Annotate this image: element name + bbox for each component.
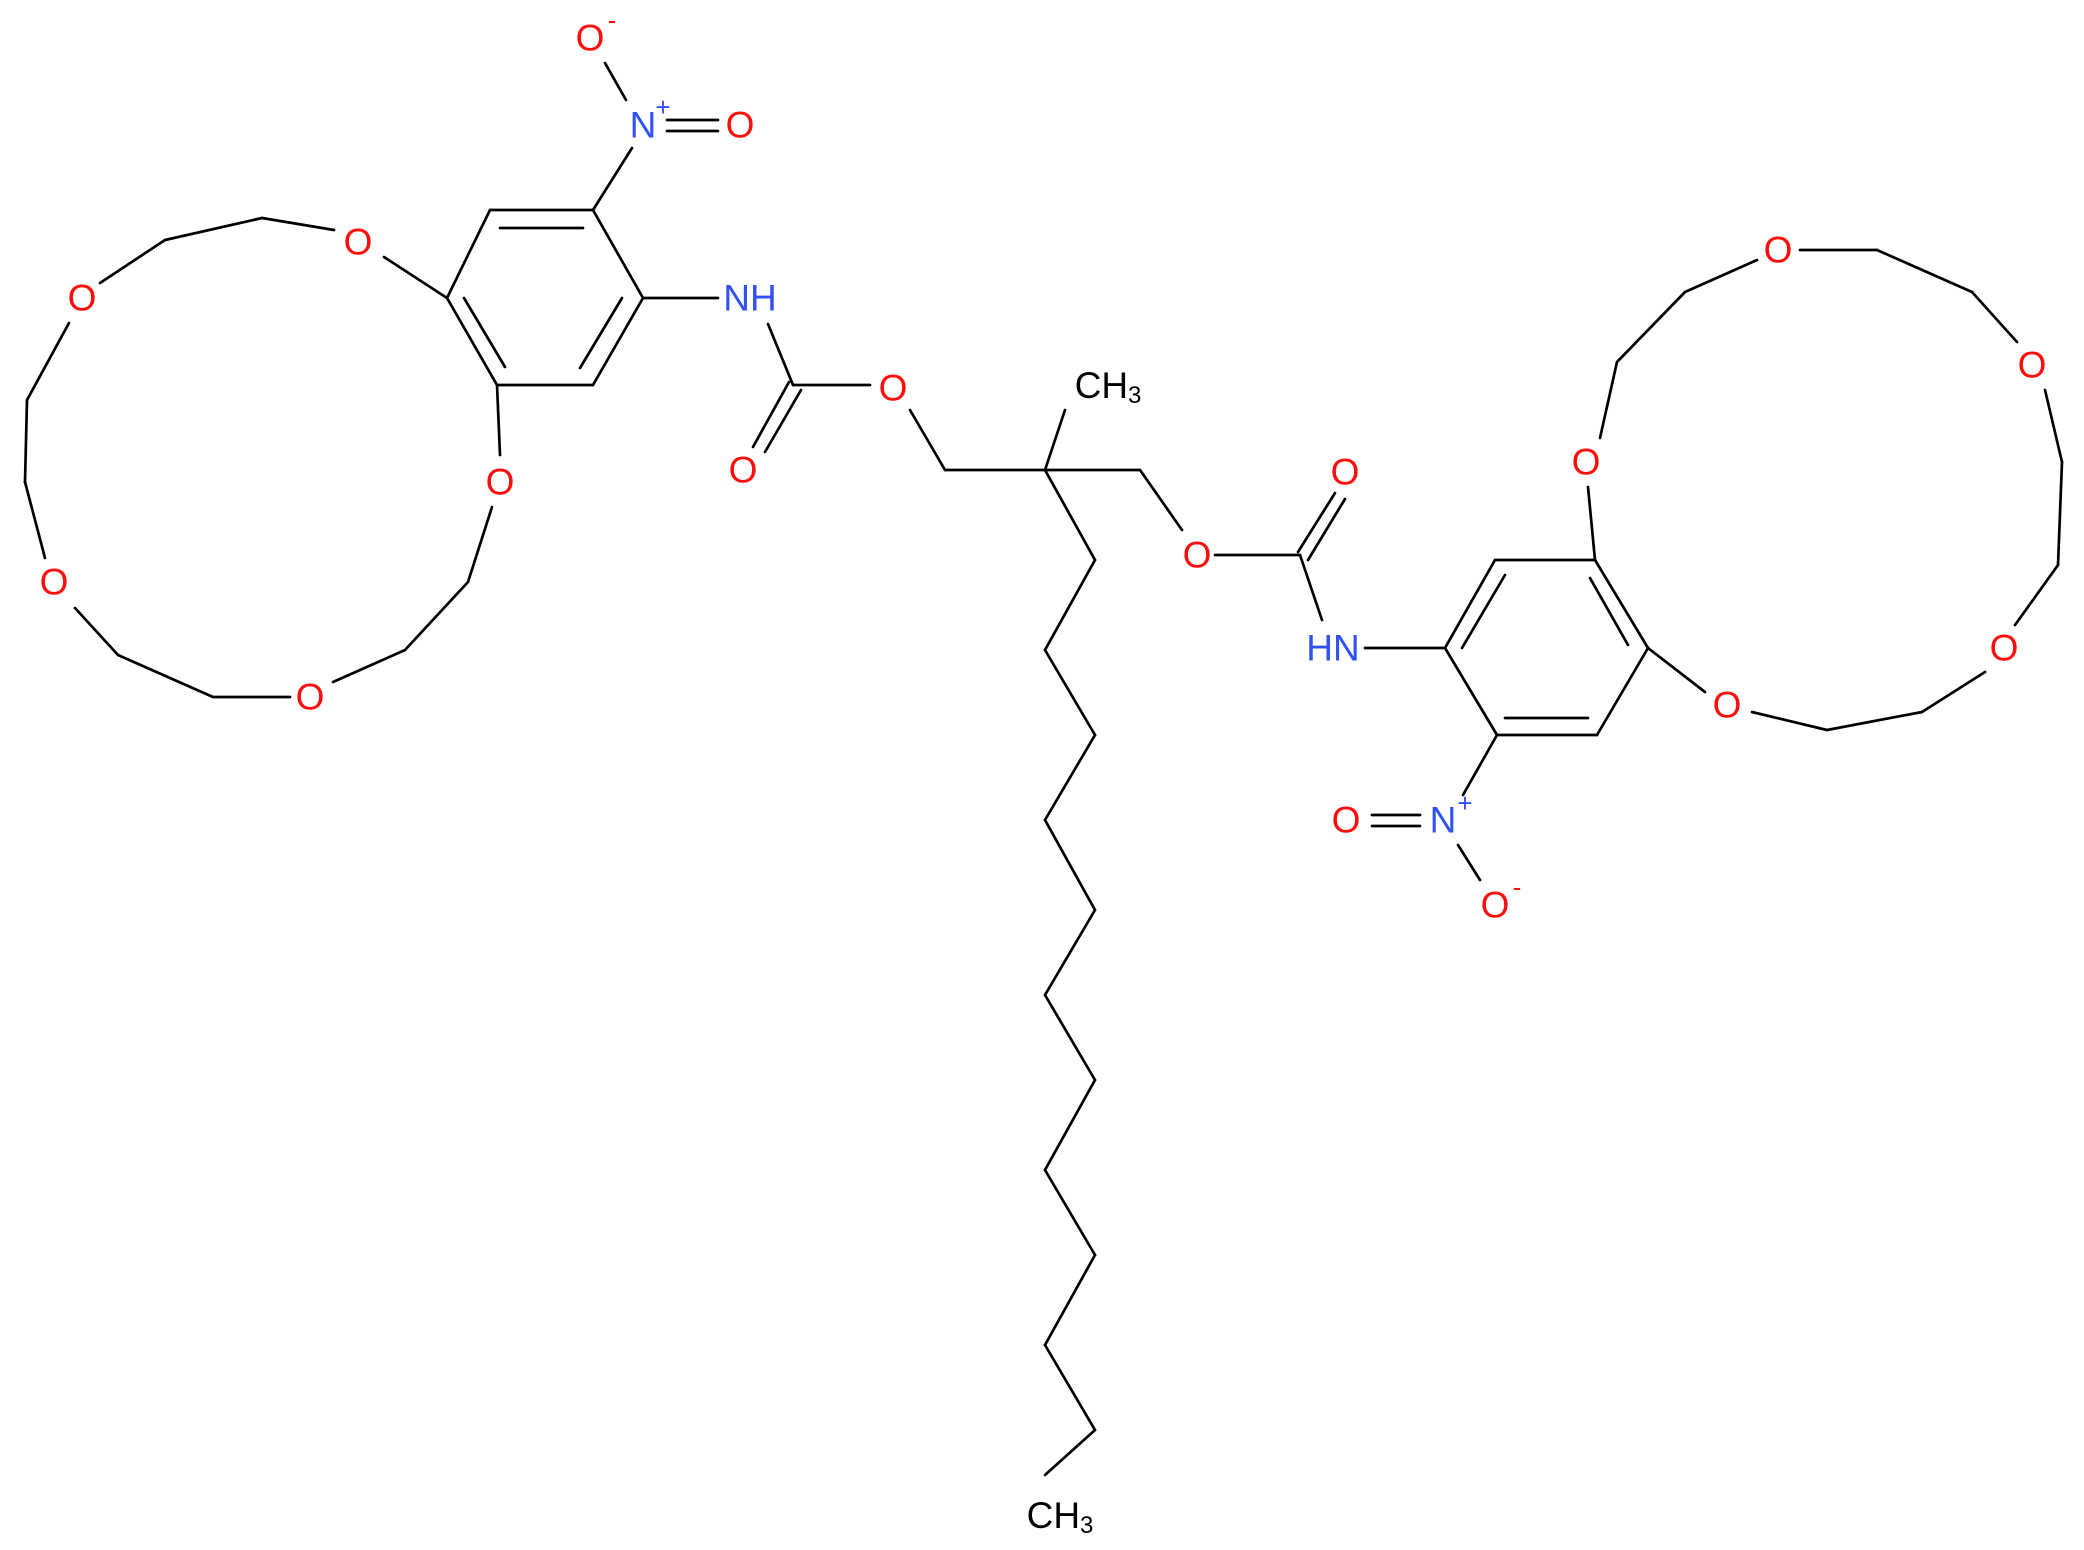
bond-crown-right (2043, 388, 2064, 464)
bond-benzene-left-double (578, 296, 624, 370)
ch3-bottom-main: CH (1027, 1495, 1080, 1536)
bond-carbonyl-right (1306, 497, 1347, 562)
bond-crown-right (2056, 460, 2064, 567)
bond-alkyl-chain (1043, 1343, 1097, 1432)
bond-benzene-left (591, 296, 645, 387)
bond-nitro-left (591, 146, 634, 212)
bond-carbonyl-left (751, 380, 791, 449)
atom-o-nitro-left-double: O (726, 105, 755, 146)
atom-nh-right: HN (1306, 628, 1359, 669)
bond-alkyl-chain (1043, 1428, 1097, 1477)
bond-crown-left (25, 321, 71, 402)
atom-o-crown-left-4: O (40, 562, 69, 603)
bond-crown-left (331, 648, 407, 684)
bond-alkyl-chain (1043, 648, 1097, 737)
atom-n-nitro-left: N (630, 105, 657, 146)
bond-benzene-left-double (462, 296, 507, 369)
bond-benzene-right (1443, 558, 1497, 650)
bond-crown-left (116, 653, 215, 699)
bond-crown-right (1970, 290, 2019, 344)
bond-benzene-left (591, 208, 645, 300)
atom-o-crown-right-3: O (1572, 442, 1601, 483)
bond-crown-right (1920, 670, 1987, 714)
ch3-top-main: CH (1075, 365, 1128, 406)
bond-crown-left (382, 255, 449, 300)
atom-o-crown-left-3: O (486, 462, 515, 503)
atom-o-nitro-right-minus: O (1481, 885, 1510, 926)
bond-alkyl-chain (1043, 1168, 1097, 1257)
bond-benzene-left (445, 208, 492, 300)
ch3-top-subscript: 3 (1128, 382, 1141, 409)
atom-o-ester-left: O (879, 368, 908, 409)
bond-crown-right (1598, 360, 1619, 440)
atom-o-ester-right: O (1183, 535, 1212, 576)
bond-alkyl-chain (1043, 908, 1097, 997)
bond-crown-right (1825, 710, 1924, 732)
atom-o-crown-right-2: O (2018, 345, 2047, 386)
bond-carbonyl-left (763, 388, 803, 454)
atom-n-nitro-right: N (1430, 800, 1457, 841)
bond-crown-right (1615, 290, 1687, 364)
charge-minus-right: - (1513, 872, 1522, 902)
atom-o-crown-right-5: O (1713, 685, 1742, 726)
bond-crown-left (403, 580, 470, 652)
bond-methyl-top (1043, 408, 1067, 472)
atom-o-crown-right-4: O (1990, 628, 2019, 669)
charge-plus-left: + (655, 92, 670, 122)
bond-crown-right (1875, 248, 1974, 294)
atom-o-carbonyl-right: O (1331, 452, 1360, 493)
bond-benzene-right-double (1460, 573, 1507, 650)
atom-o-crown-left-1: O (344, 222, 373, 263)
bond-carbamate-left (766, 322, 795, 387)
atom-o-nitro-left-minus: O (576, 18, 605, 59)
bond-benzene-right (1443, 646, 1499, 737)
bond-benzene-right (1593, 558, 1650, 650)
ch3-bottom-subscript: 3 (1080, 1512, 1093, 1539)
bond-crown-right (1750, 710, 1829, 732)
bond-alkyl-chain (1043, 1253, 1097, 1347)
bond-crown-left (466, 505, 494, 584)
bond-crown-left (260, 216, 336, 232)
bond-alkyl-chain (1043, 733, 1097, 822)
bond-crown-right (1646, 646, 1707, 694)
atom-o-carbonyl-left: O (729, 450, 758, 491)
bond-alkyl-chain (1043, 558, 1097, 652)
atom-o-nitro-right-double: O (1332, 800, 1361, 841)
atom-ch3-top: CH3 (1075, 365, 1142, 409)
atom-o-crown-left-5: O (296, 677, 325, 718)
bond-crown-left (495, 383, 502, 457)
bond-nitro-left-minus (603, 61, 628, 102)
atom-nh-left: NH (723, 278, 776, 319)
bond-benzene-left (445, 296, 499, 387)
bond-benzene-right (1595, 646, 1650, 737)
atom-o-crown-right-1: O (1764, 230, 1793, 271)
bond-nitro-right (1461, 733, 1499, 797)
bond-crown-left (163, 216, 264, 242)
bond-crown-right (1683, 258, 1759, 294)
bond-alkyl-chain (1043, 1078, 1097, 1172)
bond-ester-left (908, 408, 947, 472)
bond-crown-left (23, 398, 29, 484)
bond-crown-left (73, 606, 120, 657)
bond-carbamate-right (1298, 553, 1324, 622)
bond-alkyl-chain (1043, 818, 1097, 912)
bond-ester-right (1138, 468, 1184, 532)
bond-alkyl-chain (1043, 468, 1097, 562)
bond-crown-left (98, 238, 167, 285)
bond-layer (23, 61, 2064, 1477)
charge-minus-left: - (608, 5, 617, 35)
atom-ch3-bottom: CH3 (1027, 1495, 1094, 1539)
atom-o-crown-left-2: O (68, 278, 97, 319)
bond-benzene-right-double (1588, 576, 1630, 647)
bond-nitro-right-minus (1456, 843, 1482, 882)
bond-alkyl-chain (1043, 993, 1097, 1082)
charge-plus-right: + (1457, 788, 1472, 818)
bond-crown-right (2013, 563, 2060, 627)
bond-crown-right (1586, 485, 1597, 562)
bond-carbonyl-right (1296, 491, 1337, 554)
bond-crown-left (23, 480, 47, 560)
